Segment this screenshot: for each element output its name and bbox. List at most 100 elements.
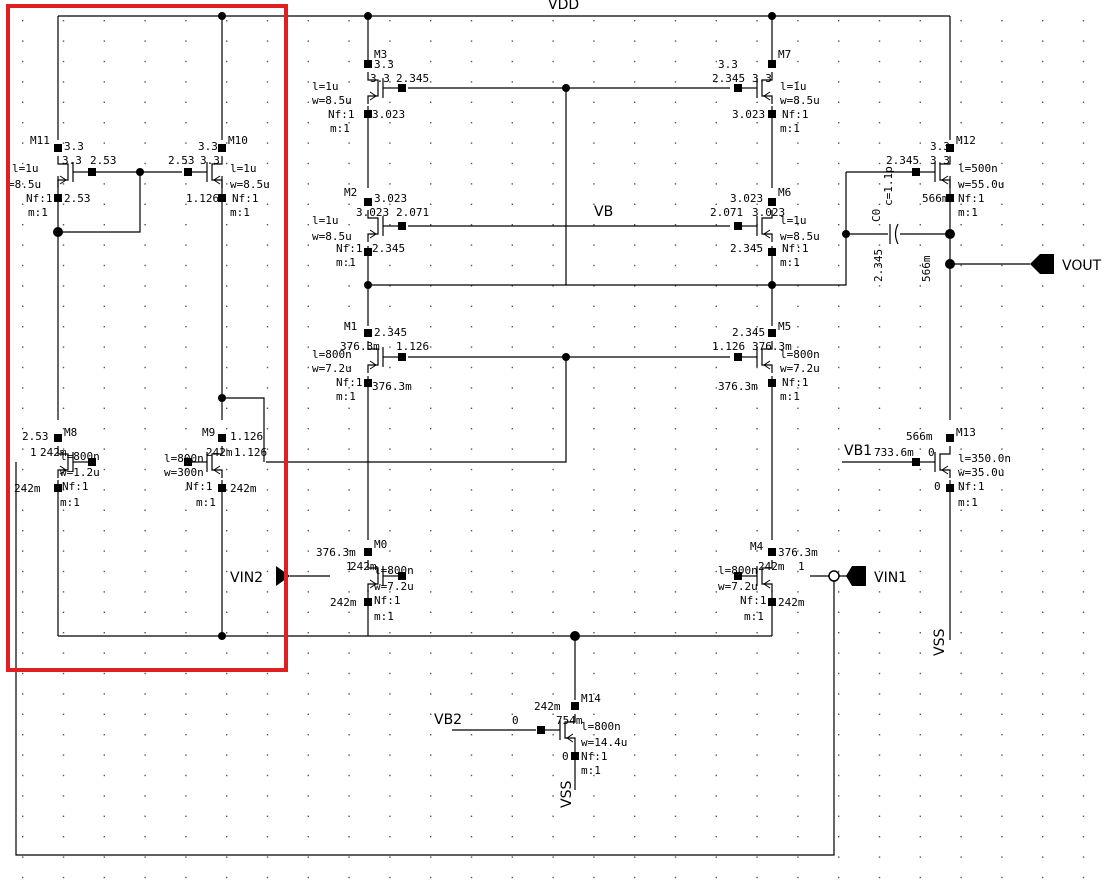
device-param-m: m:1	[780, 256, 800, 269]
device-name: M13	[956, 426, 976, 439]
device-param-nf: Nf:1	[336, 242, 363, 255]
terminal-pin	[364, 198, 372, 206]
vb2-label: VB2	[434, 712, 462, 728]
terminal-pin	[946, 434, 954, 442]
highlight-box	[6, 4, 288, 672]
node-voltage: 0	[928, 446, 935, 459]
terminal-pin	[218, 484, 226, 492]
vb1-label: VB1	[844, 443, 872, 459]
vout-port-icon	[1030, 254, 1054, 274]
node-voltage: 2.071	[396, 206, 429, 219]
node-voltage: 242m	[778, 596, 805, 609]
node-voltage: 242m	[230, 482, 257, 495]
device-param-nf: Nf:1	[328, 108, 355, 121]
vin2-port-icon	[276, 566, 290, 586]
device-param-m: m:1	[581, 764, 601, 777]
junction-dots	[53, 12, 955, 641]
device-name: M1	[344, 320, 357, 333]
node-voltage: 376.3m	[752, 340, 792, 353]
device-param-l: l=1u	[230, 162, 257, 175]
device-name: M3	[374, 48, 387, 61]
c0-node-right: 566m	[920, 255, 933, 282]
terminal-pin	[398, 222, 406, 230]
terminal-pin	[768, 379, 776, 387]
device-param-m: m:1	[60, 496, 80, 509]
device-param-w: w=14.4u	[581, 736, 627, 749]
node-voltage: 376.3m	[778, 546, 818, 559]
capacitor-c0[interactable]	[889, 223, 899, 245]
transistor-body	[761, 560, 773, 592]
device-name: M0	[374, 538, 387, 551]
device-param-w: w=55.0u	[958, 178, 1004, 191]
node-voltage: 1.126	[186, 192, 219, 205]
node-voltage: 1.126	[234, 446, 267, 459]
device-param-l: l=1u	[12, 162, 39, 175]
terminal-pin	[571, 752, 579, 760]
device-param-m: m:1	[336, 390, 356, 403]
terminal-pin	[184, 458, 192, 466]
device-param-nf: Nf:1	[374, 594, 401, 607]
transistor-m5[interactable]: M5l=800nw=7.2uNf:1m:12.345376.3m1.126376…	[712, 320, 820, 403]
node-voltage: 2.345	[396, 72, 429, 85]
device-param-m: m:1	[28, 206, 48, 219]
device-param-nf: Nf:1	[782, 108, 809, 121]
pin-labels: VDD VB VIN2 VIN1 VOUT VB1 VB2 VSS VSS	[230, 0, 1102, 808]
node-voltage: 566m	[922, 192, 949, 205]
node-voltage: 1.126	[712, 340, 745, 353]
node-voltage: 0	[562, 750, 569, 763]
terminal-pin	[398, 84, 406, 92]
terminal-pin	[946, 194, 954, 202]
node-voltage: 3.3	[370, 72, 390, 85]
node-voltage: 242m	[758, 560, 785, 573]
device-param-nf: Nf:1	[782, 376, 809, 389]
device-param-m: m:1	[374, 610, 394, 623]
node-voltage: 1	[30, 446, 37, 459]
device-param-l: l=800n	[312, 348, 352, 361]
terminal-pin	[88, 458, 96, 466]
device-param-w: w=7.2u	[718, 580, 758, 593]
device-param-l: l=800n	[60, 450, 100, 463]
node-voltage: 242m	[40, 446, 67, 459]
node-voltage: 3.3	[62, 154, 82, 167]
node-voltage: 3.3	[752, 72, 772, 85]
transistor-body	[57, 446, 69, 478]
device-param-w: w=300n	[164, 466, 204, 479]
node-voltage: 3.3	[930, 154, 950, 167]
device-name: M12	[956, 134, 976, 147]
node-voltage: 3.023	[372, 108, 405, 121]
device-name: M5	[778, 320, 791, 333]
terminal-pin	[88, 168, 96, 176]
device-param-w: w=7.2u	[374, 580, 414, 593]
c0-node-left: 2.345	[872, 249, 885, 282]
device-param-w: w=35.0u	[958, 466, 1004, 479]
terminal-pin	[364, 329, 372, 337]
c0-value: c=1.1p	[882, 166, 895, 206]
terminal-pin	[768, 548, 776, 556]
node-voltage: 242m	[14, 482, 41, 495]
terminal-pin	[398, 353, 406, 361]
node-voltage: 3.3	[930, 140, 950, 153]
device-param-l: l=500n	[958, 162, 998, 175]
transistor-body	[564, 714, 576, 746]
node-voltage: 2.345	[886, 154, 919, 167]
node-voltage: 376.3m	[372, 380, 412, 393]
node-voltage: 3.023	[730, 192, 763, 205]
terminal-pin	[768, 198, 776, 206]
node-voltage: 2.345	[730, 242, 763, 255]
terminal-pin	[946, 484, 954, 492]
